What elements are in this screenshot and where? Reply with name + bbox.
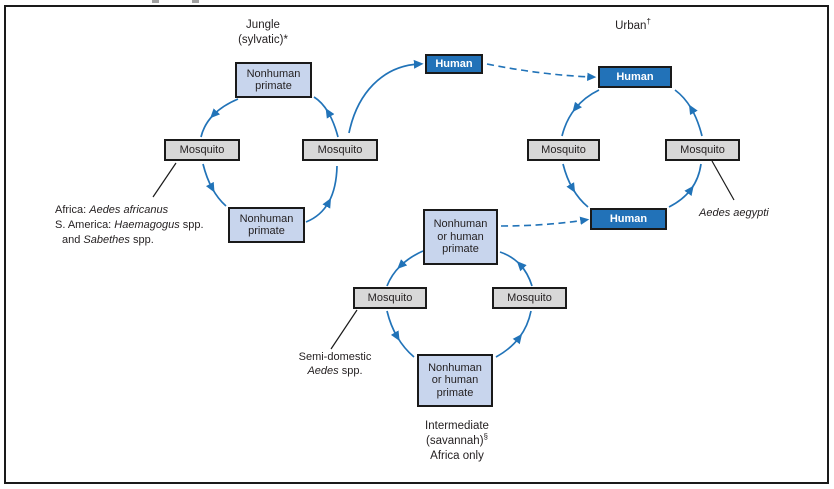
jungle-vectors-line1-species: Aedes africanus	[89, 204, 169, 216]
jungle-vectors-line3: and Sabethes spp.	[55, 233, 204, 248]
urban-vector-note: Aedes aegypti	[699, 206, 769, 221]
arrow-intermediate-primate-to-right-mosquito	[495, 310, 532, 358]
arrow-jungle-left-mosquito-to-primate	[202, 163, 227, 207]
jungle-vectors-line3-species: Sabethes	[83, 234, 130, 246]
jungle-title-line1: Jungle	[246, 19, 280, 31]
arrow-intermediate-left-mosquito-to-primate	[386, 310, 415, 358]
jungle-vectors-line3-prefix: and	[62, 234, 84, 246]
arrow-urban-left-mosquito-to-human	[562, 163, 589, 208]
pointer-line-urban-vector	[711, 160, 735, 201]
urban-right-mosquito-box: Mosquito	[665, 139, 740, 161]
jungle-vectors-line1-prefix: Africa:	[55, 204, 90, 216]
jungle-vectors-note: Africa: Aedes africanus S. America: Haem…	[55, 203, 204, 248]
intermediate-vector-species: Aedes	[307, 365, 339, 377]
arrow-intermediate-primate-to-left-mosquito	[386, 250, 424, 287]
jungle-title-line2: (sylvatic)*	[238, 33, 288, 46]
intermediate-cycle-title: Intermediate (savannah)§ Africa only	[397, 419, 517, 464]
intermediate-vector-line1: Semi-domestic	[298, 351, 372, 363]
arrow-jungle-primate-to-left-mosquito	[200, 98, 239, 138]
dashed-arrow-human-to-urban-human	[486, 63, 597, 81]
intermediate-title-section-mark: §	[483, 432, 488, 442]
arrow-jungle-mosquito-to-human	[348, 59, 424, 134]
intermediate-title-line3: Africa only	[430, 450, 484, 462]
intermediate-title-line2: (savannah)	[426, 435, 484, 447]
crop-artifact	[192, 0, 199, 3]
urban-title-dagger: †	[646, 17, 651, 27]
urban-bottom-human-box: Human	[590, 208, 667, 230]
arrow-jungle-primate-to-right-mosquito	[305, 165, 338, 223]
jungle-vectors-line3-suffix: spp.	[129, 234, 154, 246]
pointer-line-jungle-vectors	[152, 162, 177, 198]
jungle-vectors-line2-suffix: spp.	[179, 219, 204, 231]
intermediate-top-primate-box: Nonhuman or human primate	[423, 209, 498, 265]
pointer-line-intermediate-vectors	[330, 309, 358, 350]
intermediate-left-mosquito-box: Mosquito	[353, 287, 427, 309]
bridge-human-box: Human	[425, 54, 483, 74]
crop-artifact	[152, 0, 159, 3]
intermediate-vector-line2: Aedes spp.	[307, 365, 362, 377]
intermediate-vector-note: Semi-domestic Aedes spp.	[288, 350, 382, 378]
arrow-urban-human-to-left-mosquito	[561, 89, 600, 137]
jungle-vectors-line2-species: Haemagogus	[114, 219, 180, 231]
intermediate-title-line1: Intermediate	[425, 420, 489, 432]
arrow-urban-right-mosquito-to-human	[674, 89, 703, 137]
urban-cycle-title: Urban†	[573, 17, 693, 34]
jungle-bottom-primate-box: Nonhuman primate	[228, 207, 305, 243]
urban-vector-species: Aedes aegypti	[699, 207, 769, 219]
jungle-cycle-title: Jungle (sylvatic)*	[203, 18, 323, 47]
jungle-vectors-line1: Africa: Aedes africanus	[55, 204, 168, 216]
dashed-arrow-intermediate-primate-to-urban-human	[500, 216, 590, 227]
intermediate-bottom-primate-box: Nonhuman or human primate	[417, 354, 493, 407]
arrow-urban-human-to-right-mosquito	[668, 163, 702, 208]
arrow-intermediate-right-mosquito-to-primate	[499, 251, 533, 287]
arrow-jungle-right-mosquito-to-primate	[313, 96, 339, 138]
jungle-right-mosquito-box: Mosquito	[302, 139, 378, 161]
urban-title-text: Urban	[615, 20, 647, 32]
jungle-vectors-line2-prefix: S. America:	[55, 219, 115, 231]
figure-border	[4, 5, 829, 484]
jungle-vectors-line2: S. America: Haemagogus spp.	[55, 219, 204, 231]
intermediate-right-mosquito-box: Mosquito	[492, 287, 567, 309]
urban-top-human-box: Human	[598, 66, 672, 88]
intermediate-vector-suffix: spp.	[338, 365, 363, 377]
jungle-left-mosquito-box: Mosquito	[164, 139, 240, 161]
jungle-top-primate-box: Nonhuman primate	[235, 62, 312, 98]
urban-left-mosquito-box: Mosquito	[527, 139, 600, 161]
